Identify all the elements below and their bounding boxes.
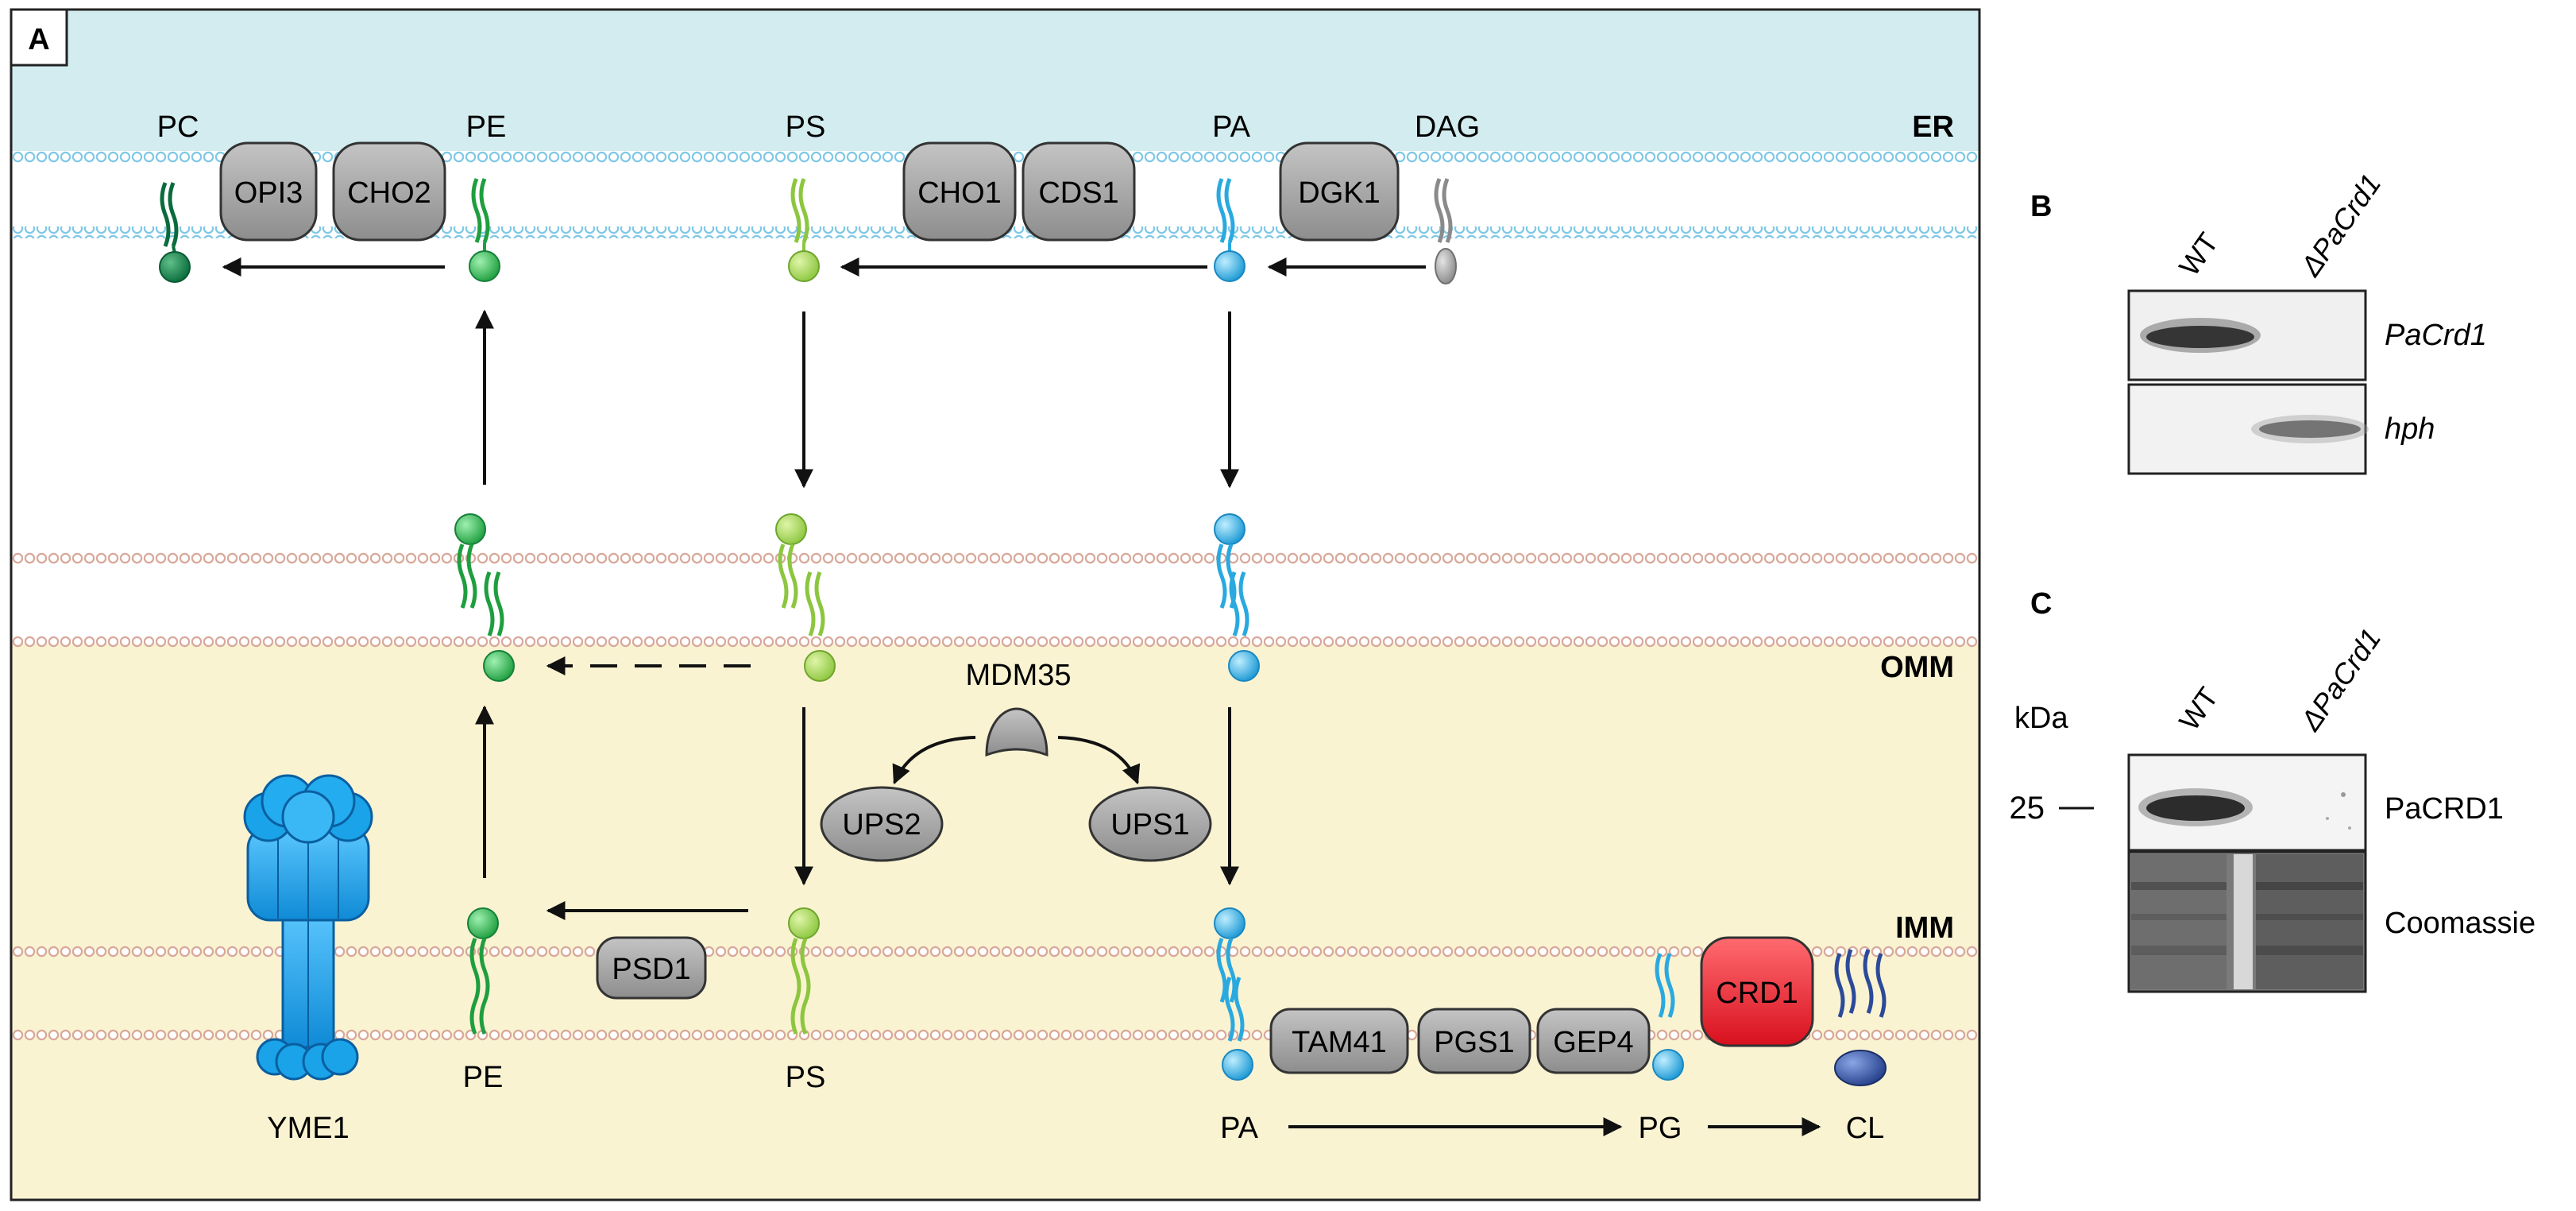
label-imm-pe: PE (463, 1061, 504, 1094)
svg-text:MDM35: MDM35 (965, 659, 1071, 692)
enzyme-crd1: CRD1 (1700, 936, 1814, 1047)
panel-c-row-coomassie: Coomassie (2385, 907, 2535, 940)
er-pe-lipid (469, 178, 500, 282)
imm-ps-lipid (788, 907, 820, 1035)
imm-pa-outer-lipid (1214, 907, 1246, 1003)
panel-b-label: B (2030, 190, 2052, 223)
label-imm-cl: CL (1846, 1112, 1885, 1145)
enzyme-ups1: UPS1 (1088, 786, 1212, 862)
svg-text:YME1: YME1 (267, 1112, 349, 1145)
svg-text:UPS1: UPS1 (1110, 808, 1189, 842)
imm-cl-lipid (1834, 949, 1887, 1086)
arrow-mdm35-to-ups2 (892, 736, 976, 785)
omm-pe-inner-lipid (483, 571, 515, 682)
imm-pg-lipid (1652, 953, 1684, 1081)
panel-a-frame (10, 8, 1981, 1201)
panel-b-lane-ko: ΔPaCrd1 (2293, 168, 2387, 282)
panel-c-lane-ko: ΔPaCrd1 (2293, 622, 2387, 737)
er-ps-lipid (788, 178, 820, 282)
panel-c-blot-pacrd1 (2127, 753, 2367, 852)
er-dag-lipid (1434, 178, 1457, 284)
label-imm-ps: PS (786, 1061, 826, 1094)
enzyme-cds1: CDS1 (1022, 141, 1136, 242)
svg-text:DGK1: DGK1 (1298, 176, 1380, 210)
panel-b-row-hph: hph (2385, 412, 2435, 446)
label-er-ps: PS (786, 110, 826, 144)
label-imm: IMM (1895, 911, 1954, 945)
panel-b-gel-pacrd1 (2127, 289, 2367, 381)
panel-c-row-pacrd1: PaCRD1 (2385, 792, 2504, 826)
panel-a-label: A (28, 23, 49, 56)
svg-text:TAM41: TAM41 (1292, 1026, 1387, 1059)
omm-ps-outer-lipid (775, 513, 807, 609)
enzyme-mdm35: MDM35 (965, 659, 1072, 757)
svg-text:PSD1: PSD1 (612, 953, 690, 986)
enzyme-cho2: CHO2 (332, 141, 446, 242)
enzyme-ups2: UPS2 (820, 786, 944, 862)
panel-c-lane-wt: WT (2172, 681, 2225, 736)
enzyme-tam41: TAM41 (1269, 1008, 1409, 1074)
panel-c-unit: kDa (2014, 702, 2068, 735)
panel-c-marker-25: 25 (2010, 791, 2045, 826)
er-lumen-background (11, 10, 1979, 151)
enzyme-dgk1: DGK1 (1279, 141, 1400, 242)
panel-a: A ER OMM IMM PC PE PS PA DAG PE PS PA PG… (10, 8, 1981, 1201)
svg-text:UPS2: UPS2 (842, 808, 921, 842)
omm-ps-inner-lipid (804, 571, 836, 682)
svg-text:CHO2: CHO2 (347, 176, 431, 210)
svg-text:PGS1: PGS1 (1434, 1026, 1514, 1059)
omm-pe-outer-lipid (454, 513, 486, 609)
label-imm-pg: PG (1639, 1112, 1682, 1145)
panel-b: B WT ΔPaCrd1 PaCrd1 hph (2030, 168, 2487, 475)
panel-b-lane-wt: WT (2172, 226, 2225, 281)
panel-c-gel-coomassie (2127, 850, 2367, 993)
er-pa-lipid (1214, 178, 1246, 282)
panel-c: C kDa WT ΔPaCrd1 25 PaCRD1 Coomassie (2010, 587, 2535, 993)
panel-c-label: C (2030, 587, 2052, 621)
enzyme-gep4: GEP4 (1536, 1008, 1651, 1074)
enzyme-cho1: CHO1 (902, 141, 1017, 242)
label-imm-pa: PA (1220, 1112, 1259, 1145)
label-er-pe: PE (466, 110, 507, 144)
svg-text:GEP4: GEP4 (1553, 1026, 1633, 1059)
svg-text:OPI3: OPI3 (234, 176, 303, 210)
arrow-mdm35-to-ups1 (1057, 736, 1141, 785)
panel-a-label-box (10, 8, 68, 67)
label-er-pa: PA (1212, 110, 1251, 144)
enzyme-psd1: PSD1 (596, 936, 707, 1000)
label-er: ER (1912, 110, 1954, 144)
svg-text:CRD1: CRD1 (1716, 977, 1798, 1010)
label-er-pc: PC (157, 110, 199, 144)
omm-membrane (11, 552, 1979, 648)
panel-b-gel-hph (2127, 383, 2369, 475)
panel-b-row-pacrd1: PaCrd1 (2385, 319, 2487, 352)
label-er-dag: DAG (1415, 110, 1480, 144)
imm-pe-lipid (467, 907, 499, 1035)
enzyme-opi3: OPI3 (219, 141, 318, 242)
omm-pa-inner-lipid (1228, 571, 1260, 682)
enzyme-pgs1: PGS1 (1417, 1008, 1531, 1074)
svg-text:CHO1: CHO1 (917, 176, 1002, 210)
label-omm: OMM (1880, 651, 1954, 684)
enzyme-yme1: YME1 (243, 774, 373, 1145)
imm-pa-inner-lipid (1222, 977, 1253, 1081)
svg-text:CDS1: CDS1 (1038, 176, 1118, 210)
er-pc-lipid (159, 182, 191, 283)
